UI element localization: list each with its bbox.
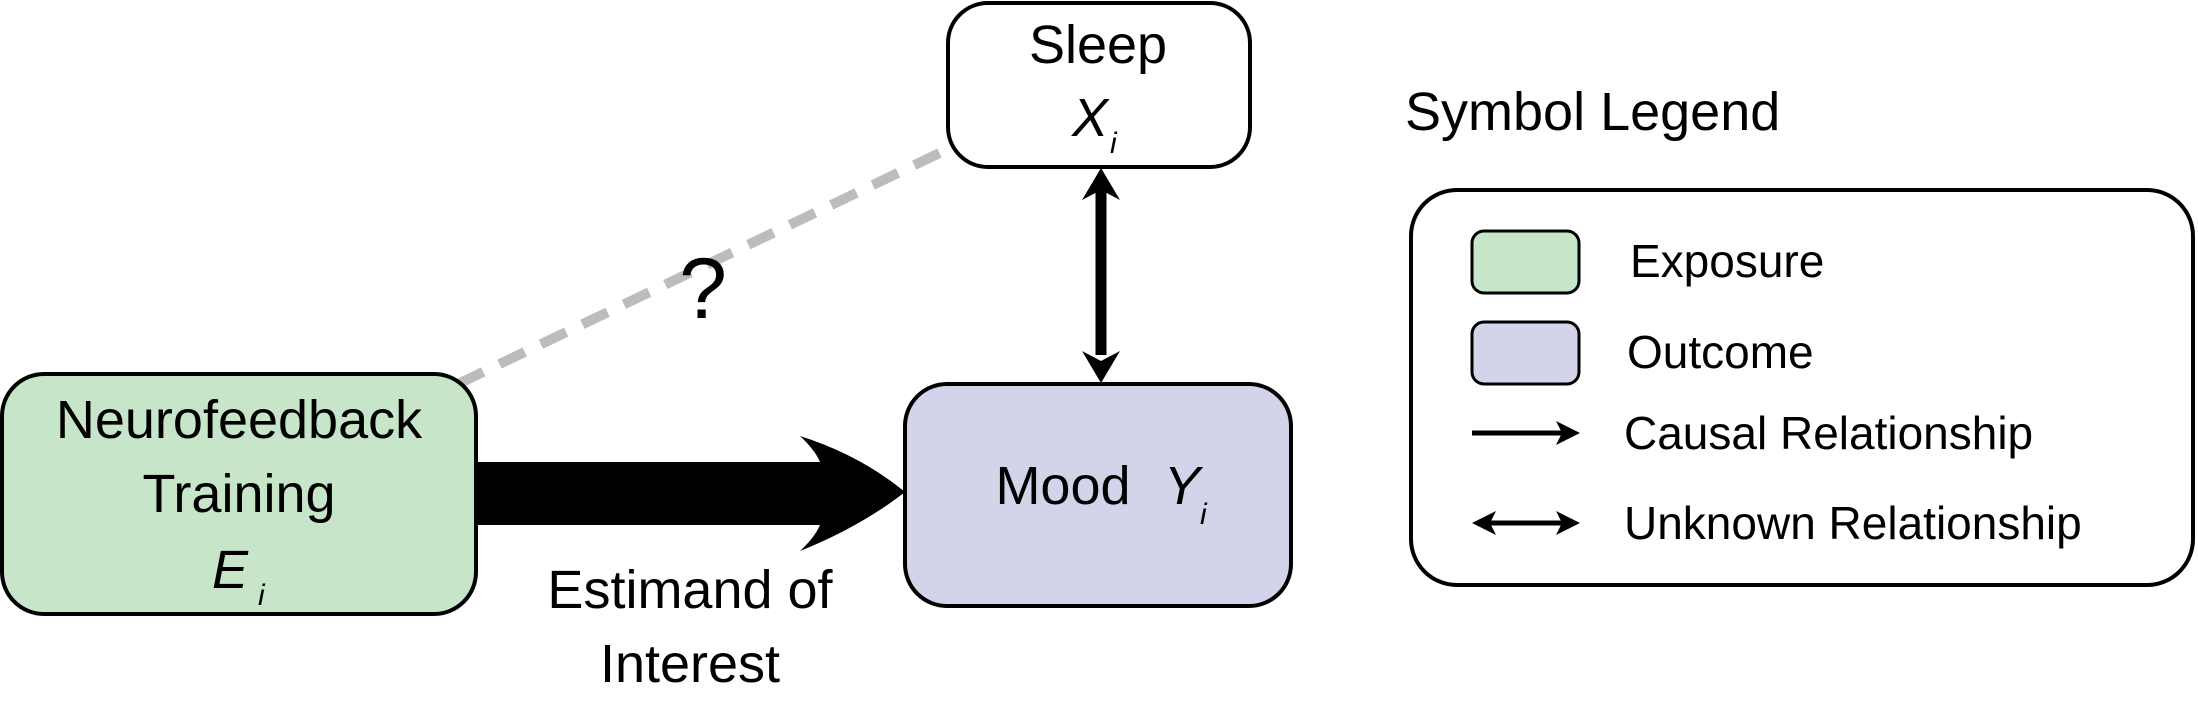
symbol-legend: Symbol Legend Exposure Outcome Causal Re… — [1405, 82, 2195, 587]
mood-subscript: i — [1200, 498, 1208, 531]
legend-exposure-label: Exposure — [1630, 235, 1824, 287]
sleep-subscript: i — [1110, 127, 1118, 160]
legend-causal-arrow-icon — [1472, 421, 1580, 445]
exposure-symbol: E — [212, 540, 249, 600]
legend-outcome-label: Outcome — [1627, 326, 1814, 378]
estimand-arrow — [476, 436, 905, 551]
exposure-subscript: i — [258, 579, 266, 612]
mood-symbol: Y — [1164, 456, 1204, 516]
legend-box — [1409, 188, 2195, 587]
exposure-label-line1: Neurofeedback — [56, 390, 423, 450]
legend-unknown-label: Unknown Relationship — [1624, 497, 2082, 549]
sleep-node: Sleep X i — [946, 1, 1252, 169]
legend-exposure-swatch — [1470, 229, 1581, 295]
unknown-question-mark: ? — [679, 241, 727, 337]
mood-label: Mood — [995, 456, 1130, 516]
legend-title: Symbol Legend — [1405, 82, 1780, 142]
legend-unknown-double-arrow-icon — [1472, 511, 1580, 535]
sleep-label: Sleep — [1029, 15, 1167, 75]
estimand-label-line2: Interest — [600, 634, 780, 694]
sleep-mood-double-arrow — [1082, 168, 1120, 383]
mood-node: Mood Y i — [903, 382, 1293, 608]
exposure-node: Neurofeedback Training E i — [0, 372, 478, 616]
legend-outcome-swatch — [1470, 320, 1581, 386]
sleep-symbol: X — [1070, 88, 1110, 148]
exposure-label-line2: Training — [142, 464, 335, 524]
legend-causal-label: Causal Relationship — [1624, 407, 2033, 459]
estimand-label-line1: Estimand of — [547, 560, 833, 620]
